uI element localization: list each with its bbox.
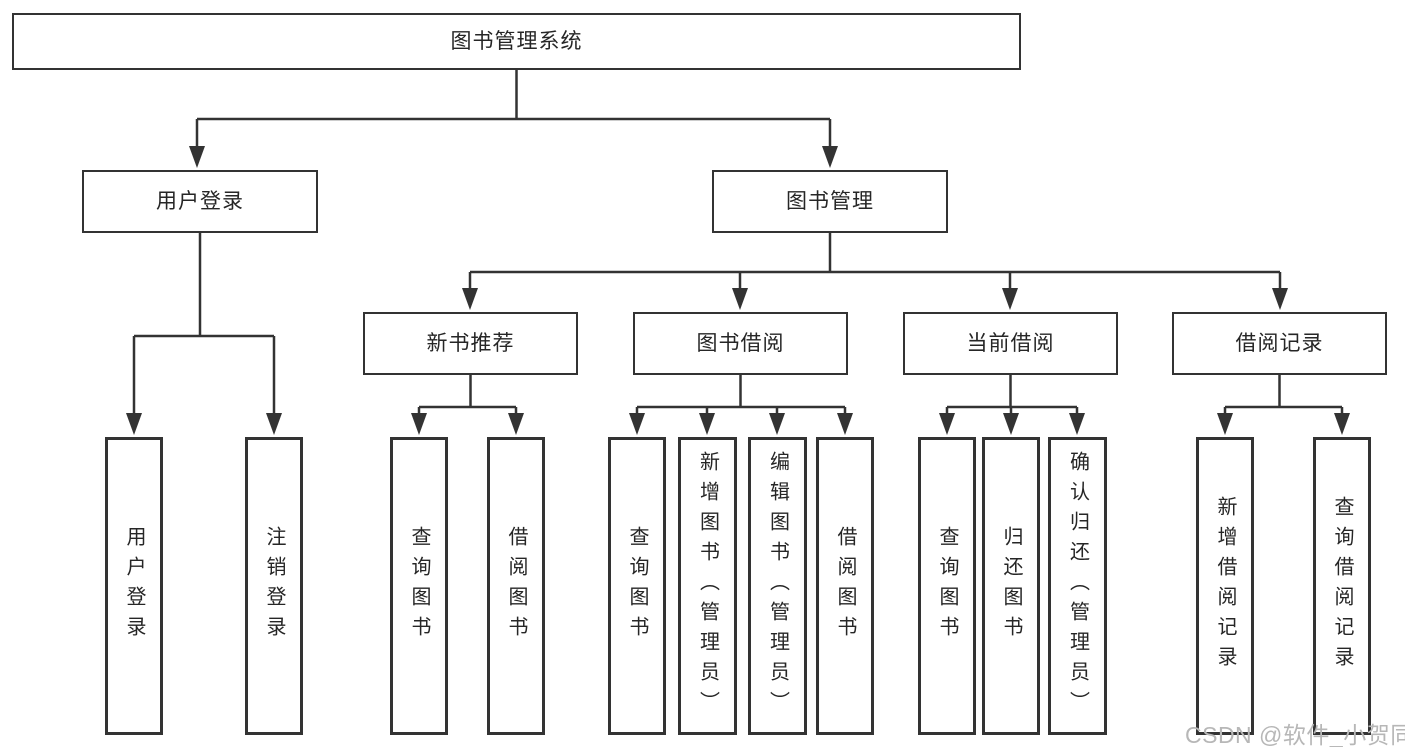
node-borrow-records: 借阅记录 xyxy=(1172,312,1387,375)
leaf-query-borrow-record: 查询借阅记录 xyxy=(1313,437,1371,735)
leaf-logout: 注销登录 xyxy=(245,437,303,735)
leaf-user-login: 用户登录 xyxy=(105,437,163,735)
leaf-confirm-return-admin: 确认归还（管理员） xyxy=(1048,437,1107,735)
leaf-return-books: 归还图书 xyxy=(982,437,1040,735)
node-user-login-branch: 用户登录 xyxy=(82,170,318,233)
leaf-borrow-books-2: 借阅图书 xyxy=(816,437,874,735)
leaf-query-books-2: 查询图书 xyxy=(608,437,666,735)
leaf-add-borrow-record: 新增借阅记录 xyxy=(1196,437,1254,735)
leaf-edit-books-admin: 编辑图书（管理员） xyxy=(748,437,807,735)
leaf-borrow-books-1: 借阅图书 xyxy=(487,437,545,735)
leaf-query-books-1: 查询图书 xyxy=(390,437,448,735)
csdn-watermark: CSDN @软件_小贺同学 xyxy=(1185,722,1405,747)
node-new-book-recommend: 新书推荐 xyxy=(363,312,578,375)
arrowheads xyxy=(126,146,1350,435)
node-current-borrowing: 当前借阅 xyxy=(903,312,1118,375)
tree-edges xyxy=(132,70,1344,414)
leaf-query-books-3: 查询图书 xyxy=(918,437,976,735)
node-library-management-system: 图书管理系统 xyxy=(12,13,1021,70)
node-book-management-branch: 图书管理 xyxy=(712,170,948,233)
leaf-add-books-admin: 新增图书（管理员） xyxy=(678,437,737,735)
node-book-borrowing: 图书借阅 xyxy=(633,312,848,375)
